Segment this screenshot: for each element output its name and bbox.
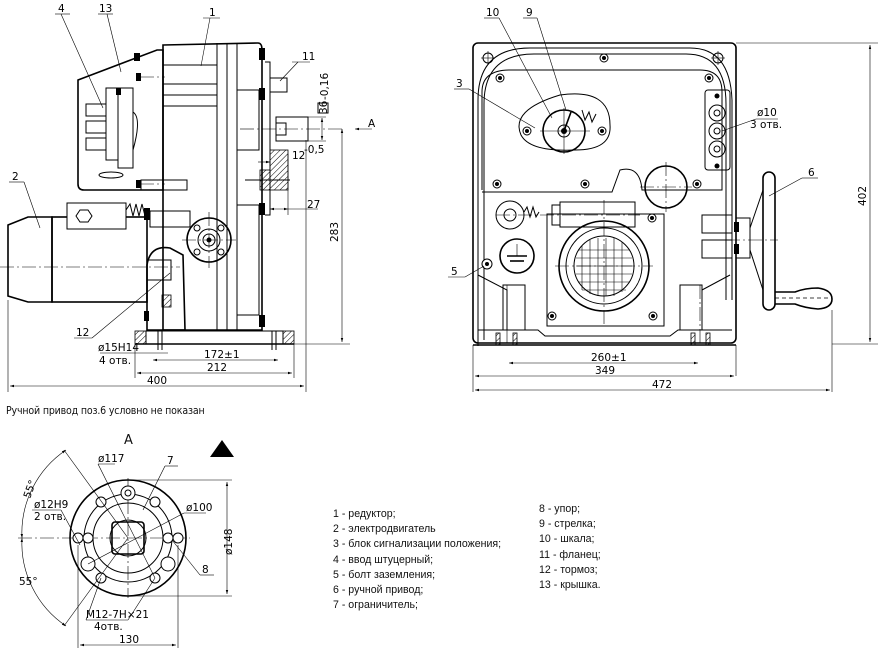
- front-dimensions: [472, 42, 878, 392]
- callout-8: 8: [202, 564, 209, 576]
- dim-shaft-square: 36: [318, 100, 330, 114]
- legend-item: 1 - редуктор;: [333, 508, 396, 520]
- dim-pcd-outer: ø117: [98, 453, 124, 465]
- legend-item: 4 - ввод штуцерный;: [333, 553, 434, 566]
- dim-thread-count: 4отв.: [94, 621, 123, 633]
- callout-7: 7: [167, 455, 174, 467]
- dim-holes-count: 4 отв.: [99, 355, 131, 367]
- callout-3: 3: [456, 78, 463, 90]
- handle: [775, 287, 833, 310]
- dim-holes: ø15H14: [98, 342, 139, 354]
- legend-right: 8 - упор; 9 - стрелка; 10 - шкала; 11 - …: [539, 502, 601, 593]
- legend-item: 3 - блок сигнализации положения;: [333, 538, 502, 551]
- callout-10: 10: [486, 7, 499, 19]
- flange-11: [269, 77, 288, 93]
- callout-4: 4: [58, 3, 65, 15]
- signal-block-3: [518, 93, 611, 151]
- callout-2: 2: [12, 171, 19, 183]
- dim-base-width: 349: [595, 365, 615, 377]
- callout-12: 12: [76, 327, 89, 339]
- legend-item: 6 - ручной привод;: [333, 584, 424, 597]
- callout-6: 6: [808, 167, 815, 179]
- dim-overall-length: 400: [147, 375, 167, 387]
- callout-13: 13: [99, 3, 112, 15]
- side-view: [0, 13, 372, 392]
- dim-thread: M12-7H×21: [86, 609, 149, 621]
- handwheel-6: [762, 171, 776, 311]
- screws: [481, 51, 725, 189]
- view-a-title: А: [124, 433, 133, 448]
- dim-pcd-inner: ø100: [186, 502, 212, 514]
- legend-item: 7 - ограничитель;: [333, 599, 418, 612]
- dim-pin-holes-count: 2 отв.: [34, 511, 66, 523]
- gearbox-1: [162, 42, 263, 331]
- callout-9: 9: [526, 7, 533, 19]
- dim-shaft-square-tol: -0,16: [319, 73, 331, 100]
- callout-5: 5: [451, 266, 458, 278]
- dim-height-axis: 283: [329, 222, 341, 242]
- dim-flange-step: 12: [292, 150, 305, 162]
- dim-flange-dia: ø148: [223, 529, 235, 555]
- dim-hole-count: 3 отв.: [750, 119, 782, 131]
- side-dimensions: [7, 102, 372, 392]
- legend-item: 12 - тормоз;: [539, 563, 598, 576]
- legend-item: 10 - шкала;: [539, 533, 595, 546]
- drawing-note: Ручной привод поз.6 условно не показан: [6, 404, 205, 417]
- legend-item: 13 - крышка.: [539, 579, 601, 592]
- front-view: [448, 17, 878, 392]
- dim-width: 130: [119, 634, 139, 646]
- dim-bolt-spacing-front: 260±1: [591, 352, 627, 364]
- legend-left: 1 - редуктор; 2 - электродвигатель 3 - б…: [333, 507, 501, 613]
- callout-1: 1: [209, 7, 216, 19]
- callout-11: 11: [302, 51, 315, 63]
- legend-item: 9 - стрелка;: [539, 518, 596, 531]
- dim-bolt-spacing: 172±1: [204, 349, 240, 361]
- dim-flange-step-tol: -0,5: [304, 144, 325, 156]
- legend-item: 2 - электродвигатель: [333, 523, 436, 536]
- dim-shaft-offset: 27: [307, 199, 320, 211]
- view-a: [18, 440, 234, 648]
- side-labels: 4 13 1 11 2 12 А 12 -0,5 27 283 36 -0,16…: [12, 3, 376, 387]
- pointer-9: [563, 111, 572, 132]
- motor-2: [7, 216, 53, 303]
- housing: [472, 42, 737, 344]
- front-labels: 10 9 3 5 6 ø10 3 отв. 260±1 349 472 402: [451, 7, 869, 391]
- dim-base-length: 212: [207, 362, 227, 374]
- legend-item: 8 - упор;: [539, 503, 581, 515]
- view-a-labels: ø117 7 ø100 ø12H9 2 отв. 55° 55° 8 ø148 …: [19, 453, 235, 646]
- dim-overall-width: 472: [652, 379, 672, 391]
- view-arrow-a: А: [368, 118, 376, 130]
- legend-item: 5 - болт заземления;: [333, 568, 436, 581]
- brake-12: [146, 246, 186, 331]
- dim-hole-dia: ø10: [757, 107, 777, 119]
- dim-pin-holes: ø12H9: [34, 499, 68, 511]
- dim-angle-top: 55°: [22, 478, 40, 500]
- ground-symbol: [499, 238, 535, 274]
- dim-angle-bottom: 55°: [19, 576, 38, 588]
- view-a-triangle-icon: [210, 440, 234, 457]
- dim-overall-height: 402: [857, 186, 869, 206]
- legend-item: 11 - фланец;: [539, 548, 601, 561]
